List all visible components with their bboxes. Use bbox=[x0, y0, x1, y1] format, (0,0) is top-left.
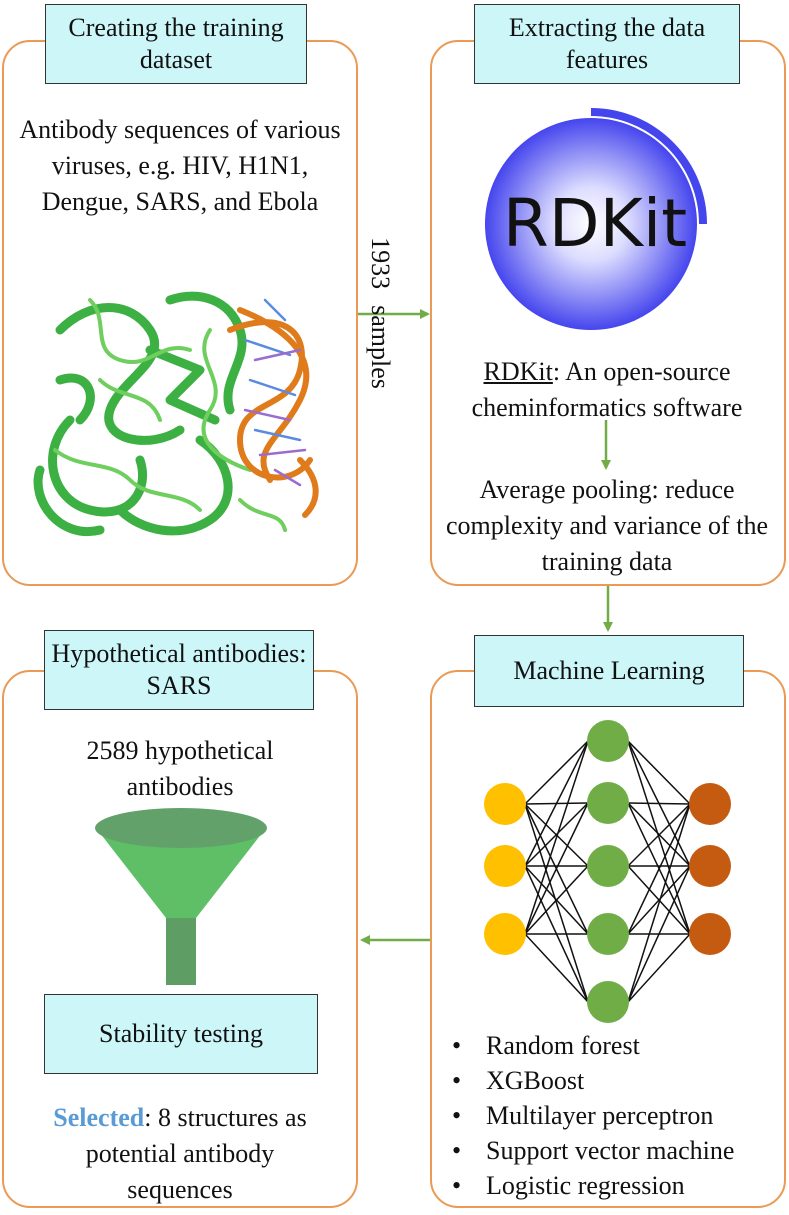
rdkit-description: RDKit: An open-source cheminformatics so… bbox=[440, 354, 774, 426]
nn-connection bbox=[524, 933, 589, 1003]
nn-connection bbox=[524, 802, 589, 935]
average-pooling-text: Average pooling: reduce complexity and v… bbox=[446, 475, 768, 576]
nn-connection bbox=[627, 803, 691, 867]
nn-connection bbox=[627, 865, 691, 935]
selected-label: Selected bbox=[53, 1103, 145, 1132]
nn-hidden-node bbox=[587, 720, 629, 762]
samples-unit: samples bbox=[366, 305, 395, 389]
title-machine-learning: Machine Learning bbox=[474, 635, 744, 707]
nn-connection bbox=[524, 740, 589, 805]
nn-connection bbox=[627, 740, 691, 805]
samples-count: 1933 bbox=[366, 237, 395, 290]
nn-connection bbox=[524, 740, 589, 867]
ml-methods-list: Random forest XGBoost Multilayer percept… bbox=[440, 1028, 780, 1203]
nn-connection bbox=[627, 802, 691, 805]
ml-method-item: Multilayer perceptron bbox=[440, 1098, 780, 1133]
protein-structure-image bbox=[33, 291, 319, 536]
dataset-description: Antibody sequences of various viruses, e… bbox=[19, 115, 341, 216]
nn-output-node bbox=[689, 913, 731, 955]
title-creating-training-dataset: Creating the training dataset bbox=[45, 4, 307, 84]
nn-connection bbox=[524, 865, 589, 935]
ml-method-item: Support vector machine bbox=[440, 1133, 780, 1168]
neural-network-diagram bbox=[484, 720, 731, 1023]
nn-input-node bbox=[484, 845, 526, 887]
selected-structures-text: Selected: 8 structures as potential anti… bbox=[30, 1100, 330, 1208]
ml-method-item: Logistic regression bbox=[440, 1168, 780, 1203]
rdkit-name: RDKit bbox=[483, 357, 553, 386]
selected-rest: : 8 structures as potential antibody seq… bbox=[85, 1103, 307, 1204]
nn-hidden-node bbox=[587, 913, 629, 955]
nn-input-node bbox=[484, 913, 526, 955]
nn-connection bbox=[524, 802, 589, 867]
nn-output-node bbox=[689, 845, 731, 887]
nn-hidden-node bbox=[587, 782, 629, 824]
nn-connection bbox=[627, 803, 691, 1003]
nn-connection bbox=[627, 933, 691, 1003]
title-extracting-data-features: Extracting the data features bbox=[474, 4, 740, 84]
nn-input-node bbox=[484, 783, 526, 825]
samples-label: 1933 samples bbox=[362, 183, 398, 443]
hypothetical-count-text: 2589 hypothetical antibodies bbox=[86, 736, 274, 801]
rdkit-logo-text: RDKit bbox=[502, 185, 688, 262]
rdkit-logo bbox=[485, 108, 707, 330]
nn-connection bbox=[627, 865, 691, 1003]
nn-connection bbox=[524, 803, 589, 1003]
nn-connection bbox=[627, 803, 691, 935]
funnel-icon bbox=[95, 808, 267, 985]
rdkit-desc-text: : An open-source cheminformatics softwar… bbox=[471, 357, 743, 422]
nn-connection bbox=[627, 740, 691, 935]
nn-hidden-node bbox=[587, 981, 629, 1023]
nn-connection bbox=[524, 740, 589, 935]
stability-testing-box: Stability testing bbox=[44, 994, 318, 1074]
nn-output-node bbox=[689, 783, 731, 825]
ml-method-item: Random forest bbox=[440, 1028, 780, 1063]
title-hypothetical-antibodies: Hypothetical antibodies: SARS bbox=[44, 630, 314, 710]
nn-hidden-node bbox=[587, 845, 629, 887]
ml-method-item: XGBoost bbox=[440, 1063, 780, 1098]
